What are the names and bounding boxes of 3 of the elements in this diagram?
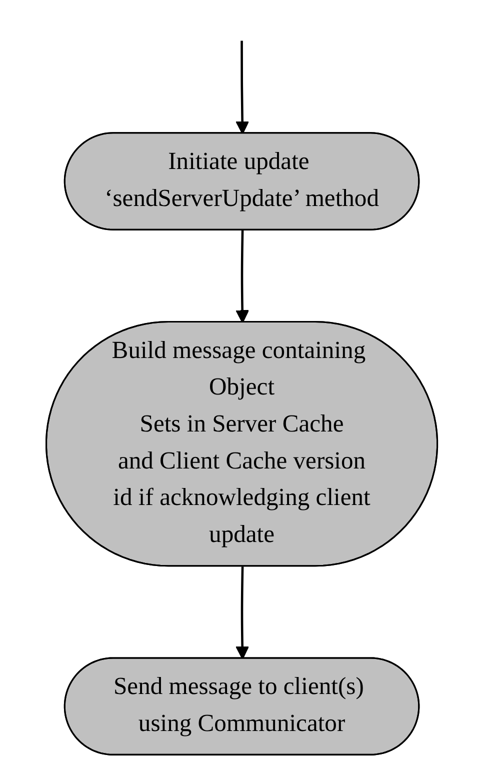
arrow — [236, 40, 250, 134]
arrow — [236, 230, 250, 323]
arrow — [236, 566, 250, 659]
